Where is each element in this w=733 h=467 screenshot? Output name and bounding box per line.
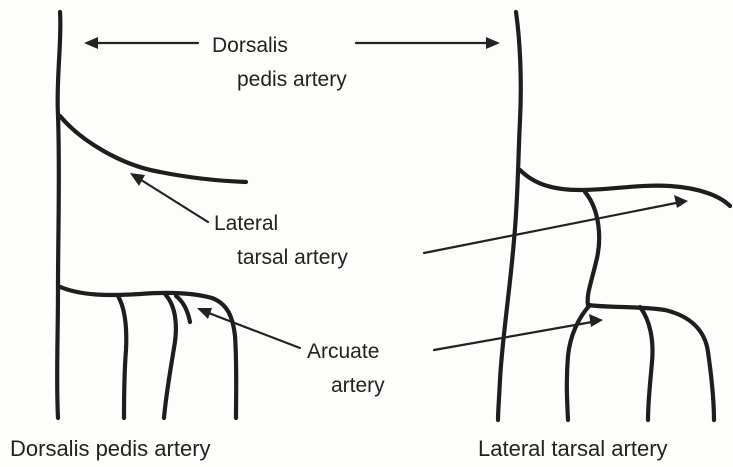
dorsalis-label-line2: pedis artery — [237, 68, 347, 91]
left-dorsalis-pedis-trunk — [57, 12, 60, 418]
right-connecting-branch — [585, 192, 599, 305]
right-lateral-tarsal-branch — [520, 170, 730, 206]
dorsalis-arrowhead-right — [486, 37, 500, 49]
left-arcuate-arch — [58, 286, 236, 418]
right-dorsalis-pedis-trunk — [498, 12, 521, 420]
left-digital-branch-3 — [176, 296, 190, 322]
left-digital-branch-2 — [164, 294, 176, 418]
left-caption: Dorsalis pedis artery — [10, 436, 211, 461]
arcuate-label-line1: Arcuate — [307, 340, 379, 363]
arcuate-arrowhead-right — [589, 314, 603, 327]
left-lateral-tarsal-branch — [60, 116, 246, 182]
lateral-arrow-right — [424, 203, 676, 253]
dorsalis-label-line1: Dorsalis — [212, 34, 288, 57]
dorsalis-arrowhead-left — [84, 37, 98, 49]
arcuate-label-line2: artery — [331, 374, 385, 397]
lateral-arrow-left — [138, 178, 208, 222]
left-digital-branch-1 — [118, 296, 126, 418]
arcuate-arrow-left — [206, 312, 300, 348]
lateral-arrowhead-left — [130, 173, 145, 186]
arcuate-arrowhead-left — [197, 308, 212, 319]
lateral-label-line1: Lateral — [214, 212, 278, 235]
lateral-arrowhead-right — [674, 195, 688, 208]
right-digital-branch-2 — [640, 307, 653, 420]
right-caption: Lateral tarsal artery — [478, 436, 668, 461]
lateral-label-line2: tarsal artery — [237, 246, 348, 269]
pointer-arrows — [84, 37, 688, 350]
